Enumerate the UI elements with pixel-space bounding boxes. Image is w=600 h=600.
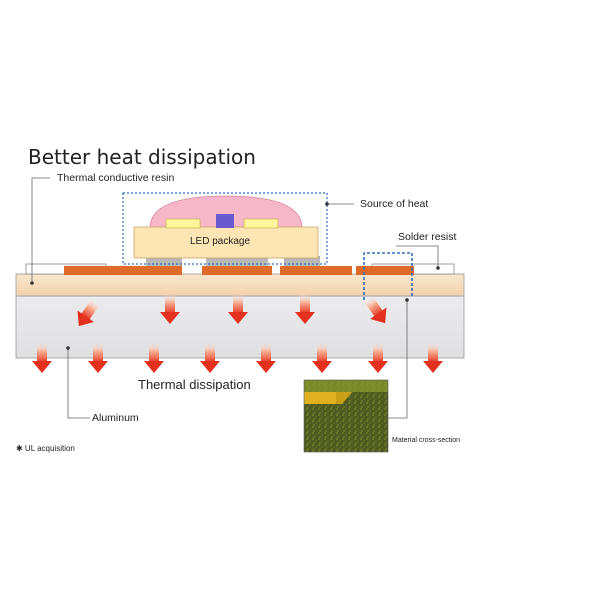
label-thermal-dissipation: Thermal dissipation [138, 377, 251, 392]
led-lead-left [165, 218, 201, 229]
solder-pad-2 [206, 256, 268, 266]
leader-cross-section [388, 300, 408, 419]
leader-thermal-resin [31, 177, 50, 283]
solder-pad-1 [146, 256, 182, 266]
heat-source-box [122, 192, 328, 265]
label-ul-acquisition: ✱ UL acquisition [16, 444, 75, 453]
led-package-body [133, 226, 319, 259]
label-thermal-resin: Thermal conductive resin [57, 172, 175, 184]
copper-trace-2 [202, 266, 272, 275]
thermal-resin-layer [15, 273, 465, 297]
solder-pad-3 [284, 256, 320, 266]
label-aluminum: Aluminum [92, 412, 139, 424]
copper-trace-4 [356, 266, 414, 275]
solder-resist-box [363, 252, 413, 300]
cross-section-image [303, 379, 389, 453]
diagram-title: Better heat dissipation [28, 145, 256, 169]
label-source-of-heat: Source of heat [360, 198, 429, 210]
copper-trace-1 [64, 266, 182, 275]
led-lead-right [243, 218, 279, 229]
leader-solder-resist [396, 245, 439, 268]
label-material-cross-section: Material cross-section [392, 437, 461, 444]
led-chip [216, 214, 234, 228]
leader-aluminum [67, 348, 90, 419]
label-led-package: LED package [190, 236, 251, 247]
label-solder-resist: Solder resist [398, 231, 457, 243]
copper-trace-3 [280, 266, 352, 275]
